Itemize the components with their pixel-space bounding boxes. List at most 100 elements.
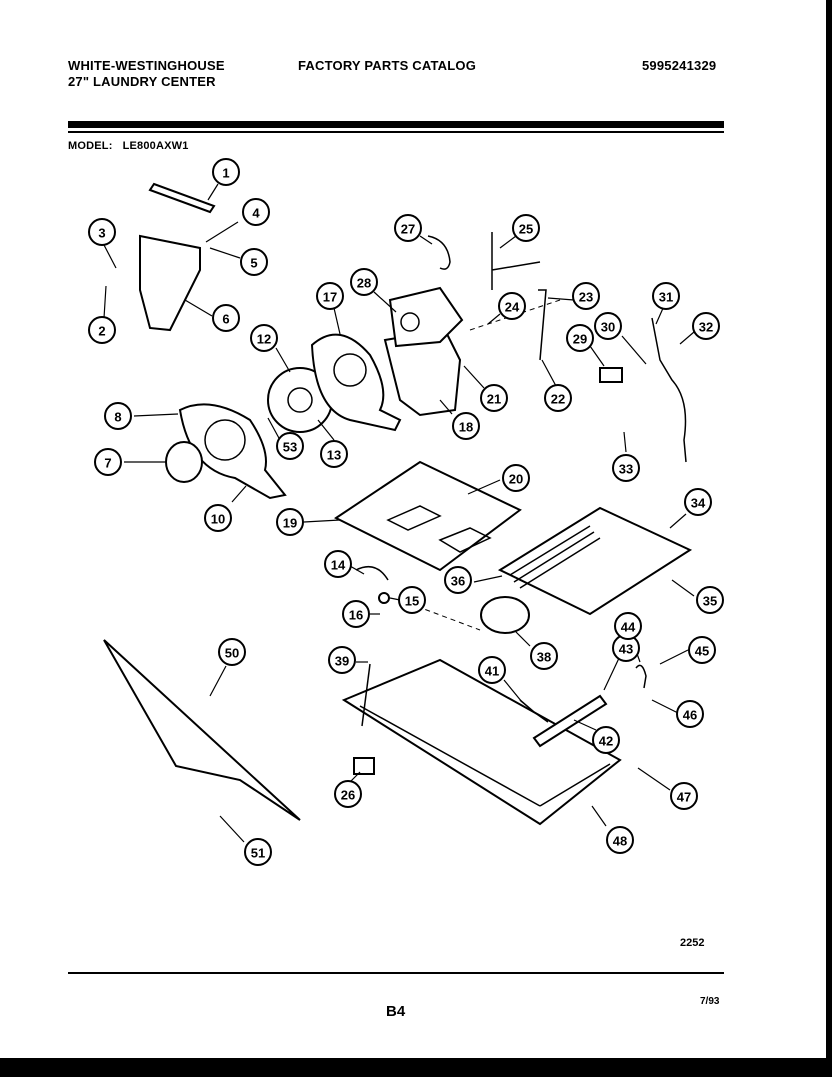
callout-circle bbox=[696, 586, 724, 614]
callout-circle bbox=[688, 636, 716, 664]
leader-line bbox=[651, 699, 681, 715]
leader-line bbox=[659, 649, 689, 665]
callout-circle bbox=[498, 292, 526, 320]
heater-element bbox=[509, 525, 601, 589]
callout-number: 47 bbox=[677, 790, 691, 805]
callout-number: 28 bbox=[357, 276, 371, 291]
callout-number: 29 bbox=[573, 332, 587, 347]
callout-20: 20 bbox=[502, 464, 530, 492]
callout-circle bbox=[394, 214, 422, 242]
model-label: MODEL: bbox=[68, 140, 113, 152]
callout-number: 45 bbox=[695, 644, 709, 659]
callout-circle bbox=[652, 282, 680, 310]
callout-14: 14 bbox=[324, 550, 352, 578]
heater-duct-inlet bbox=[480, 596, 530, 634]
callout-41: 41 bbox=[478, 656, 506, 684]
callout-number: 18 bbox=[459, 420, 473, 435]
base-frame bbox=[341, 658, 622, 826]
callout-number: 8 bbox=[114, 410, 121, 425]
drum-support-roller bbox=[519, 699, 549, 723]
callout-30: 30 bbox=[594, 312, 622, 340]
callout-7: 7 bbox=[94, 448, 122, 476]
callout-16: 16 bbox=[342, 600, 370, 628]
leader-line bbox=[103, 244, 117, 269]
rear-access-panel bbox=[103, 639, 301, 821]
wiring-harness bbox=[651, 317, 687, 463]
leader-line bbox=[589, 345, 605, 367]
callout-10: 10 bbox=[204, 504, 232, 532]
callout-number: 26 bbox=[341, 788, 355, 803]
leader-line bbox=[463, 365, 485, 389]
callout-32: 32 bbox=[692, 312, 720, 340]
motor-shaft bbox=[400, 312, 420, 332]
blower-housing-opening bbox=[333, 353, 367, 387]
callout-27: 27 bbox=[394, 214, 422, 242]
callout-18: 18 bbox=[452, 412, 480, 440]
callout-number: 5 bbox=[250, 256, 257, 271]
leader-line bbox=[209, 247, 241, 259]
callout-number: 7 bbox=[104, 456, 111, 471]
callout-circle bbox=[684, 488, 712, 516]
callout-6: 6 bbox=[212, 304, 240, 332]
callout-number: 33 bbox=[619, 462, 633, 477]
leader-line bbox=[205, 221, 239, 243]
callout-number: 39 bbox=[335, 654, 349, 669]
lint-filter bbox=[148, 182, 216, 214]
drum-belt-clip bbox=[427, 235, 451, 270]
callout-circle bbox=[240, 248, 268, 276]
callout-31: 31 bbox=[652, 282, 680, 310]
leader-line bbox=[515, 631, 531, 647]
callout-17: 17 bbox=[316, 282, 344, 310]
callout-circle bbox=[276, 508, 304, 536]
callout-number: 38 bbox=[537, 650, 551, 665]
callout-circle bbox=[218, 638, 246, 666]
leader-line bbox=[349, 771, 361, 783]
model-number: LE800AXW1 bbox=[122, 140, 189, 152]
base-plate-cutouts bbox=[386, 505, 492, 553]
leader-line bbox=[133, 413, 179, 417]
callout-circle bbox=[342, 600, 370, 628]
callout-2: 2 bbox=[88, 316, 116, 344]
leader-line bbox=[231, 485, 247, 503]
leader-line bbox=[103, 285, 107, 319]
callout-circle bbox=[204, 504, 232, 532]
callout-circle bbox=[670, 782, 698, 810]
callout-circle bbox=[676, 700, 704, 728]
callout-circle bbox=[572, 282, 600, 310]
blower-housing-front bbox=[310, 333, 402, 432]
callout-circle bbox=[328, 646, 356, 674]
callout-number: 4 bbox=[252, 206, 260, 221]
callout-number: 21 bbox=[487, 392, 501, 407]
product-line: 27" LAUNDRY CENTER bbox=[68, 74, 216, 89]
footer-rule bbox=[68, 972, 724, 974]
leader-line bbox=[184, 299, 213, 317]
leader-line bbox=[591, 805, 607, 827]
base-plate bbox=[334, 460, 522, 572]
callout-number: 3 bbox=[98, 226, 105, 241]
callout-26: 26 bbox=[334, 780, 362, 808]
callout-number: 35 bbox=[703, 594, 717, 609]
leader-line bbox=[419, 235, 433, 245]
callout-number: 15 bbox=[405, 594, 419, 609]
grommet bbox=[378, 592, 390, 604]
page-number: B4 bbox=[386, 1003, 406, 1020]
blower-seal-ring bbox=[165, 441, 203, 483]
callout-circle bbox=[594, 312, 622, 340]
callout-number: 23 bbox=[579, 290, 593, 305]
model-line: MODEL: LE800AXW1 bbox=[68, 140, 189, 152]
callout-23: 23 bbox=[572, 282, 600, 310]
callout-number: 20 bbox=[509, 472, 523, 487]
callout-circle bbox=[530, 642, 558, 670]
callout-25: 25 bbox=[512, 214, 540, 242]
leader-line bbox=[275, 347, 291, 373]
heater-duct bbox=[497, 506, 693, 616]
callout-number: 24 bbox=[505, 300, 520, 315]
callout-number: 12 bbox=[257, 332, 271, 347]
callout-number: 25 bbox=[519, 222, 533, 237]
callout-number: 17 bbox=[323, 290, 337, 305]
idler-arm bbox=[491, 232, 541, 290]
callout-circle bbox=[334, 780, 362, 808]
callout-48: 48 bbox=[606, 826, 634, 854]
